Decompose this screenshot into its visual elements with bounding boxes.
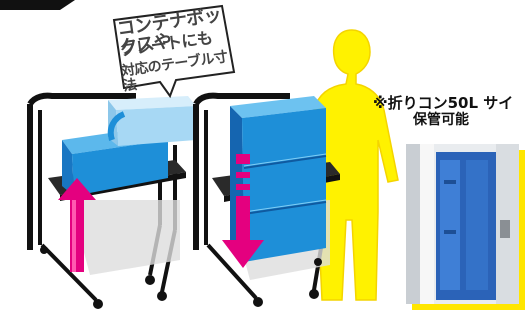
right-table (193, 92, 340, 307)
storage-note-line-1: ※折りコン50L サイ (373, 94, 514, 112)
callout-bubble (112, 4, 236, 99)
left-table (27, 92, 196, 309)
corner-tab (0, 0, 75, 10)
storage-note: ※折りコン50L サイ 保管可能 (373, 94, 514, 129)
product-photo (406, 144, 525, 310)
storage-note-line-2: 保管可能 (413, 112, 469, 129)
callout-text: コンテナボックスや クレートにも 対応のテーブル寸法 (110, 4, 232, 95)
